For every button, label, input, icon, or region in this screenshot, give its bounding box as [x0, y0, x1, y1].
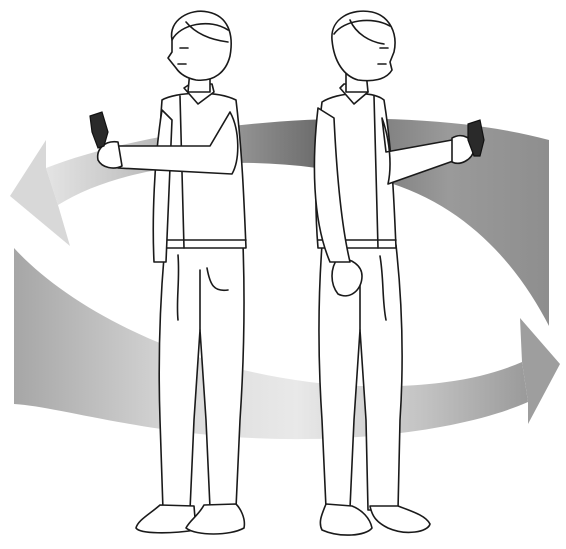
lower-arrow-band — [14, 248, 528, 439]
person-right-head — [332, 11, 395, 81]
person-right-shoe-1 — [320, 504, 372, 535]
person-left-head — [168, 11, 231, 80]
lower-arrow-head — [520, 318, 560, 424]
person-left-device-icon — [90, 112, 108, 148]
person-left — [90, 11, 246, 534]
person-right-shoe-2 — [370, 506, 430, 532]
person-right — [314, 11, 484, 535]
lower-arrow — [14, 248, 560, 439]
